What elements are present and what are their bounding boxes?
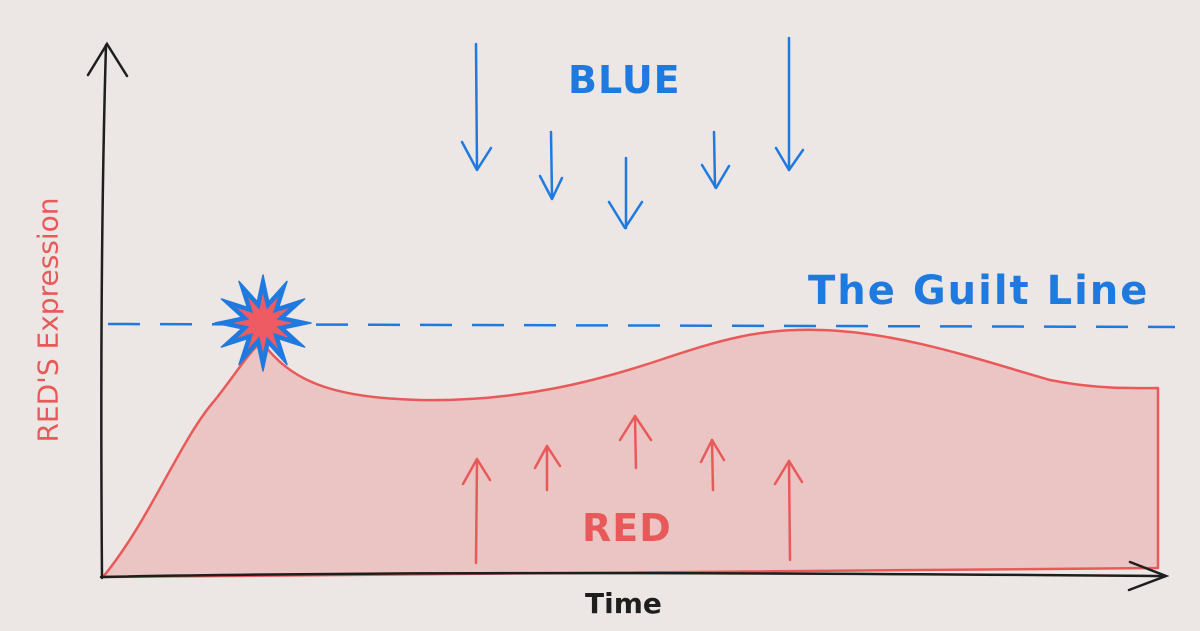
arrow-up-icon [618,414,653,470]
arrow-up-icon [699,438,726,492]
arrow-down-icon [700,130,731,190]
arrow-down-icon [538,130,564,201]
x-axis-label: Time [585,587,662,620]
red-arrows [461,414,804,565]
arrow-up-icon [461,457,492,565]
x-axis [99,560,1170,592]
starburst-icon [214,274,312,372]
y-axis [86,41,129,580]
red-label: RED [582,506,672,550]
arrow-up-icon [773,459,804,562]
blue-label: BLUE [568,58,681,102]
blue-arrows [460,36,805,230]
guilt-line-label: The Guilt Line [808,268,1150,314]
arrow-down-icon [460,42,493,172]
arrow-up-icon [533,444,562,492]
arrow-down-icon [774,36,805,172]
red-expression-area [101,328,1160,579]
arrow-down-icon [607,156,644,230]
y-axis-label: RED'S Expression [31,197,65,443]
